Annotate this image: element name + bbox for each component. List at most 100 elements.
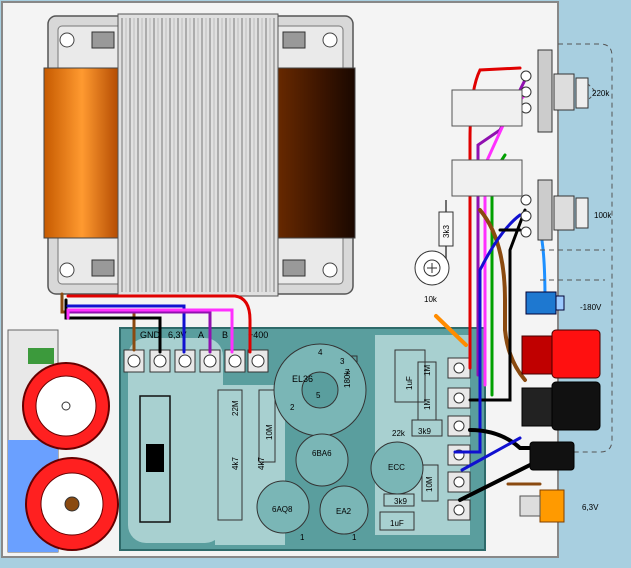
red-post-base [521,335,553,375]
input-jack-2 [451,159,523,197]
terminal-screw [153,354,167,368]
black-post-base [521,387,553,427]
component-label: 3k9 [418,427,431,436]
bolt-nut [91,259,115,277]
component-label: 4k7 [257,457,266,470]
tube-label-el36: EL36 [292,374,313,384]
pin-label: 1 [352,533,357,542]
resistor-outline [421,464,439,502]
trimpot-label: 10k [424,295,438,304]
red-post-cap [551,329,601,379]
panel-wiring [434,66,550,502]
black-binding-post[interactable] [521,381,601,431]
component-label: 1uF [390,519,404,528]
resistor-outline [258,389,276,463]
wire-purple [66,310,212,354]
mount-hole [59,32,75,48]
tube-socket-6ba6 [295,433,349,487]
output-jack[interactable] [529,441,575,471]
heater-connector-body [539,489,565,523]
primary-wiring [60,292,252,354]
panel-outline [558,43,613,453]
component-label: 1uF [405,376,414,390]
pot-bushing [553,195,575,231]
tube-label-6aq8: 6AQ8 [272,505,293,514]
bolt-nut [282,259,306,277]
wire-blue [66,304,186,354]
component-label: 22k [392,429,406,438]
pin-label: 7 [345,368,350,377]
bias-connector-body [525,291,557,315]
bias-connector-tip [555,295,565,311]
terminal-label-6-3v: 6,3V [168,330,187,340]
terminal-screw [251,354,265,368]
wire-black-jack [458,458,542,502]
green-tag [28,348,54,364]
pot-label-100k: 100k [594,211,612,220]
wire-black [64,298,162,354]
resistor-label: 3k3 [442,225,451,238]
heater-connector-label: 6,3V [582,503,599,512]
pot-lug [520,210,532,222]
terminal-screw [203,354,217,368]
component-label: 22M [231,400,240,416]
pin-label: 3 [340,357,345,366]
wire-blue-jack [460,436,522,472]
screw-terminal-block [123,349,269,373]
pin-label: 5 [316,391,321,400]
wire-magenta [66,308,234,354]
tube-socket-ea2 [319,485,369,535]
tube-label-6ba6: 6BA6 [312,449,332,458]
pot-label-220k: 220k [592,89,610,98]
toroid-upper-bolt [61,401,71,411]
connector-screw [453,420,465,432]
wire-blue-pot [453,213,522,454]
wire-orange [434,314,468,347]
terminal-label-400: +400 [248,330,268,340]
connector-screw [453,504,465,516]
output-jack-body [529,441,575,471]
terminal-label-a: A [198,330,204,340]
mount-hole [322,32,338,48]
component-label: 180k [343,370,352,388]
trimpot-10k: 10k [414,250,450,304]
bolt-nut [282,31,306,49]
potentiometer-100k[interactable]: 100k [520,179,612,241]
pot-shaft [575,197,589,229]
bolt-nut [91,31,115,49]
tube-socket-el36-center [301,371,339,409]
right-coil [274,67,356,239]
pot-lug [520,70,532,82]
pcb-pad-area-left [128,338,223,543]
front-panel: 220k 100k -180V [451,43,613,523]
circuit-board: GND 6,3V A B +400 EL36 6BA6 6AQ8 EA2 22M… [119,327,486,551]
connector-screw [453,476,465,488]
tube-socket-ecc [370,441,424,495]
potentiometer-220k[interactable]: 220k [520,49,610,133]
red-binding-post[interactable] [521,329,601,379]
wire-red [66,294,252,354]
bias-connector: -180V [525,291,602,315]
connector-screw [453,392,465,404]
core-laminations [121,18,275,292]
heater-connector-nut [519,495,541,517]
black-post-cap [551,381,601,431]
resistor-3k3: 3k3 [438,200,454,268]
terminal-label-b: B [222,330,228,340]
wire-brown-pot [478,208,527,382]
mount-hole [322,262,338,278]
pot-body [537,179,553,241]
toroid-lower-bolt [64,496,80,512]
bias-connector-label: -180V [580,303,602,312]
input-jack-1 [451,89,523,127]
terminal-screw [178,354,192,368]
tube-socket-6aq8 [256,480,310,534]
resistor-outline [217,389,243,521]
component-label: ECC [388,463,405,472]
component-label: 1M [423,399,432,410]
pot-shaft [575,77,589,109]
capacitor-outline [394,349,426,403]
heater-connector: 6,3V [519,489,599,523]
